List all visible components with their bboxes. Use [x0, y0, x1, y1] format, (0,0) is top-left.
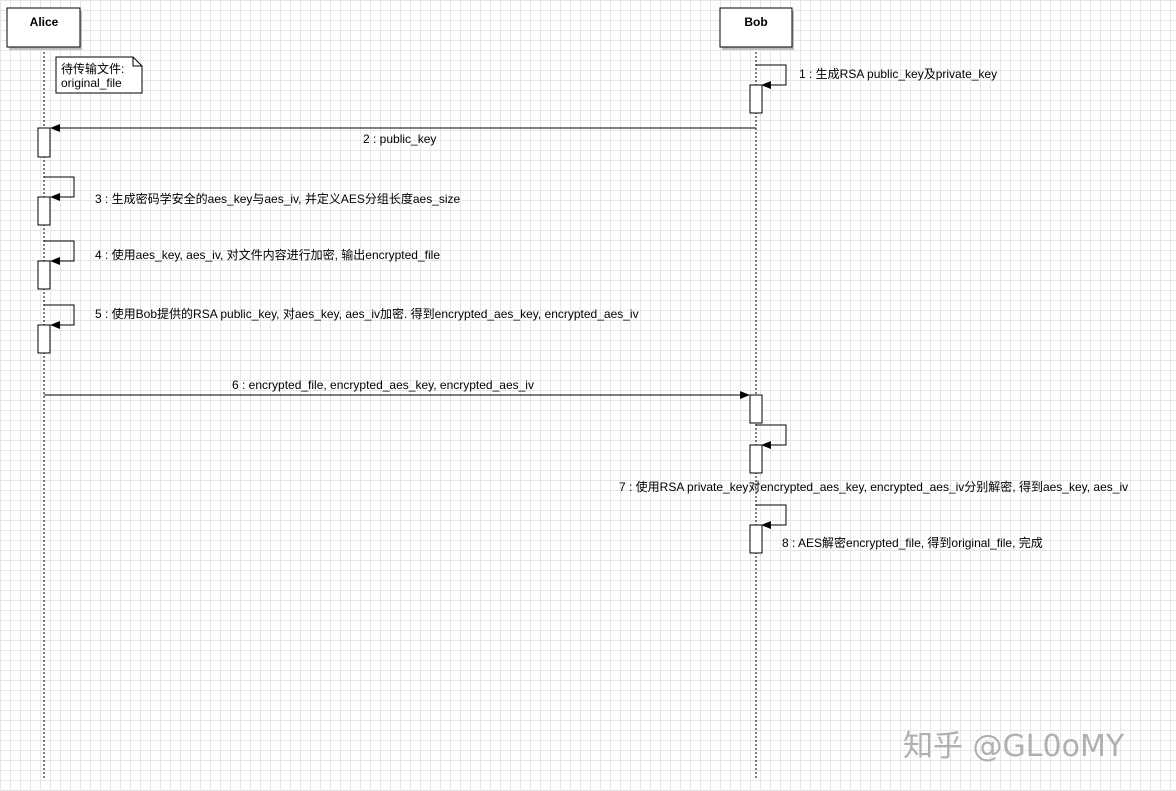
- alice-label: Alice: [30, 15, 59, 29]
- message-4[interactable]: 4 : 使用aes_key, aes_iv, 对文件内容进行加密, 输出encr…: [44, 240, 440, 265]
- message-3[interactable]: 3 : 生成密码学安全的aes_key与aes_iv, 并定义AES分组长度ae…: [44, 176, 461, 206]
- bob-activation-1: [749, 84, 763, 114]
- participant-bob[interactable]: Bob: [719, 7, 794, 50]
- message-7[interactable]: 7 : 使用RSA private_key对encrypted_aes_key,…: [619, 424, 1128, 494]
- message-6-label: 6 : encrypted_file, encrypted_aes_key, e…: [232, 378, 534, 392]
- message-8-label: 8 : AES解密encrypted_file, 得到original_file…: [782, 535, 1043, 550]
- bob-activation-6: [749, 394, 763, 424]
- message-2-label: 2 : public_key: [363, 132, 436, 146]
- message-2[interactable]: 2 : public_key: [50, 124, 756, 146]
- participant-alice[interactable]: Alice: [6, 7, 82, 50]
- message-3-label: 3 : 生成密码学安全的aes_key与aes_iv, 并定义AES分组长度ae…: [95, 191, 461, 206]
- bob-label: Bob: [744, 15, 767, 29]
- message-5[interactable]: 5 : 使用Bob提供的RSA public_key, 对aes_key, ae…: [44, 304, 639, 329]
- alice-activation-4: [37, 260, 51, 290]
- message-8[interactable]: 8 : AES解密encrypted_file, 得到original_file…: [756, 504, 1043, 550]
- alice-activation-2: [37, 127, 51, 158]
- bob-activation-7: [749, 444, 763, 474]
- watermark: 知乎 @GL0oMY: [903, 729, 1125, 764]
- note-line-2: original_file: [61, 76, 122, 90]
- message-5-label: 5 : 使用Bob提供的RSA public_key, 对aes_key, ae…: [95, 306, 639, 321]
- message-7-label: 7 : 使用RSA private_key对encrypted_aes_key,…: [619, 479, 1128, 494]
- note-box[interactable]: 待传输文件: original_file: [55, 56, 143, 94]
- message-4-label: 4 : 使用aes_key, aes_iv, 对文件内容进行加密, 输出encr…: [95, 247, 440, 262]
- alice-activation-5: [37, 324, 51, 354]
- bob-activation-8: [749, 524, 763, 554]
- message-1[interactable]: 1 : 生成RSA public_key及private_key: [756, 64, 997, 89]
- message-6[interactable]: 6 : encrypted_file, encrypted_aes_key, e…: [44, 378, 750, 399]
- alice-activation-3: [37, 196, 51, 226]
- note-line-1: 待传输文件:: [61, 61, 124, 76]
- message-1-label: 1 : 生成RSA public_key及private_key: [799, 67, 997, 81]
